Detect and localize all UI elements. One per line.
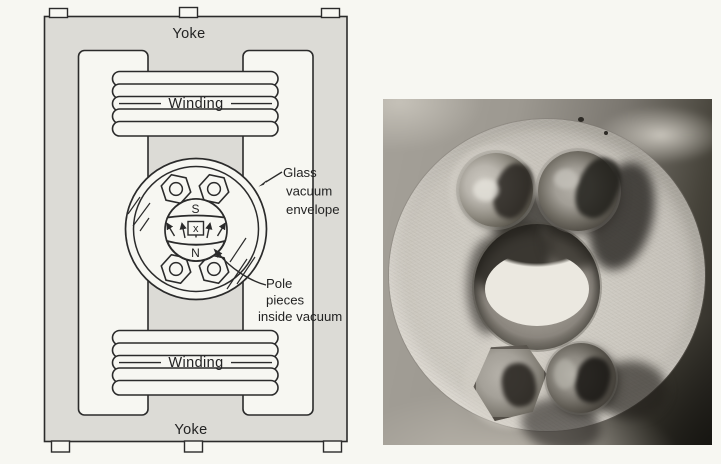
magnet-diagram: Winding Winding bbox=[43, 6, 348, 453]
yoke-tab bbox=[183, 440, 204, 453]
bolt-top-left bbox=[459, 153, 539, 227]
winding-top-label: Winding bbox=[168, 96, 223, 112]
yoke-tab bbox=[320, 7, 341, 19]
yoke-tab bbox=[178, 6, 199, 19]
pole-piece-south bbox=[166, 198, 226, 219]
field-arrow bbox=[166, 222, 176, 237]
north-pole-label: N bbox=[191, 246, 200, 260]
coil-turn bbox=[111, 120, 279, 137]
coil-turn bbox=[111, 379, 279, 396]
winding-top-coil bbox=[111, 70, 279, 137]
yoke-mounting-tabs bbox=[48, 6, 343, 453]
bore-highlight-crescent bbox=[485, 252, 589, 326]
pole-pieces-label: Pole pieces inside vacuum bbox=[258, 276, 342, 324]
yoke-label-bottom: Yoke bbox=[174, 422, 207, 438]
south-pole-label: S bbox=[191, 202, 199, 216]
pole-pieces-leader-arrow bbox=[213, 248, 267, 286]
surface-speck bbox=[604, 131, 608, 135]
field-arrow bbox=[179, 222, 187, 239]
center-bore bbox=[474, 224, 600, 350]
yoke-label-top: Yoke bbox=[172, 26, 205, 42]
center-x-marker: x bbox=[193, 223, 199, 235]
glass-envelope-leader-arrow bbox=[258, 171, 283, 187]
svg-text:inside vacuum: inside vacuum bbox=[258, 309, 342, 324]
svg-text:envelope: envelope bbox=[286, 202, 340, 217]
glass-envelope-inner bbox=[132, 165, 260, 293]
bolt-shadow bbox=[498, 360, 540, 410]
yoke-tab bbox=[50, 440, 71, 453]
svg-text:Glass: Glass bbox=[283, 165, 317, 180]
magnet-photo bbox=[383, 99, 712, 445]
bolt-shadow bbox=[570, 353, 616, 407]
glass-shine-lines bbox=[127, 196, 256, 290]
winding-bottom-coil bbox=[111, 329, 279, 396]
svg-text:Pole: Pole bbox=[266, 276, 292, 291]
winding-bottom-label: Winding bbox=[168, 355, 223, 371]
surface-speck bbox=[578, 117, 584, 122]
bolt-top-right bbox=[538, 151, 629, 231]
field-arrow bbox=[205, 222, 213, 239]
yoke-tab bbox=[48, 7, 69, 19]
svg-text:pieces: pieces bbox=[266, 293, 305, 308]
field-arrow bbox=[216, 222, 226, 237]
bolt-bottom-right bbox=[546, 343, 616, 413]
yoke-tab bbox=[322, 440, 343, 453]
svg-text:vacuum: vacuum bbox=[286, 184, 332, 199]
glass-envelope-label: Glass vacuum envelope bbox=[283, 165, 340, 217]
center-x-box bbox=[187, 220, 205, 236]
